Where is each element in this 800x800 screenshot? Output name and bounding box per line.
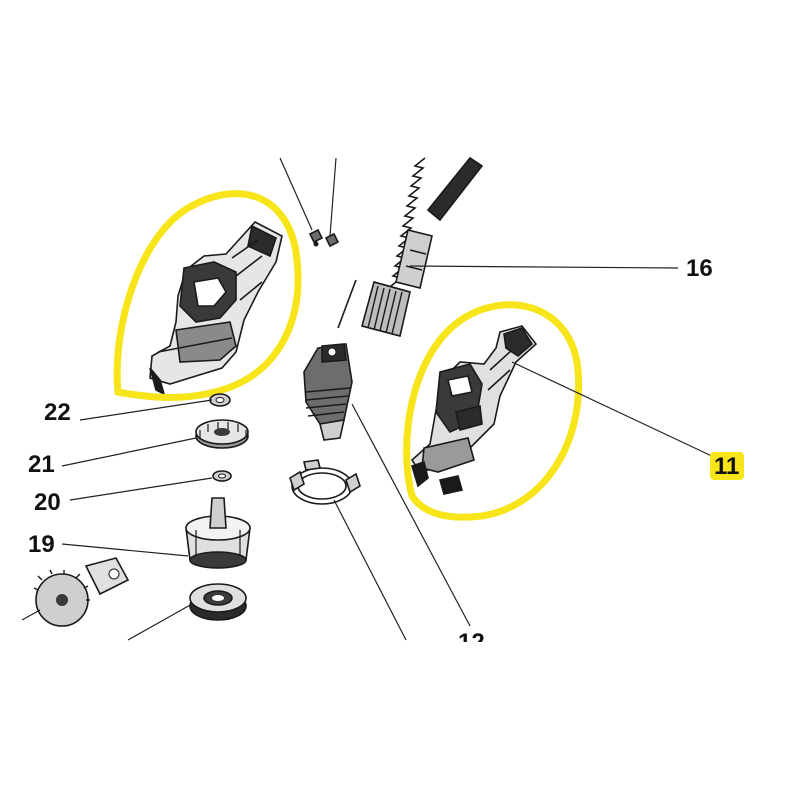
shaft-tube (426, 156, 484, 222)
highlight-label-11 (710, 452, 744, 480)
callout-20: 20 (34, 489, 61, 516)
spring-icon (337, 157, 426, 329)
spool-hub (185, 497, 251, 569)
callout-21: 21 (28, 451, 55, 478)
highlight-circle-right (403, 301, 583, 521)
housing-half-left-icon (149, 221, 283, 396)
screws (279, 157, 340, 248)
gear-icon (195, 419, 249, 449)
callout-16: 16 (686, 255, 713, 282)
housing-half-right-icon (410, 325, 538, 495)
drive-gear-icon (33, 557, 130, 627)
knob-icon (361, 281, 411, 337)
washer-icon (209, 393, 231, 407)
callout-22: 22 (44, 399, 71, 426)
leader-lines (21, 265, 717, 641)
highlight-circle-left (113, 190, 302, 401)
clamp-ring-icon (289, 459, 361, 505)
washer-icon-2 (212, 470, 232, 482)
motor-icon (303, 343, 353, 441)
callout-19: 19 (28, 531, 55, 558)
tube-coupling (395, 229, 433, 289)
callout-11: 11 (714, 453, 739, 480)
spool-icon (189, 583, 247, 621)
crop-mask (0, 642, 800, 800)
